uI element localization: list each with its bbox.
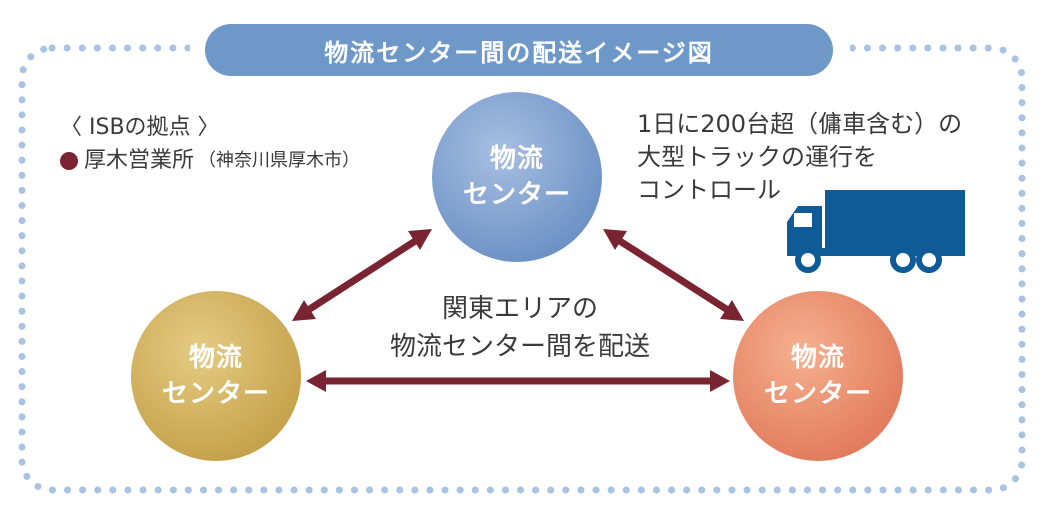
truck-note-line2: 大型トラックの運行を — [637, 143, 877, 171]
bullet-dot-icon — [60, 152, 78, 170]
arrow-top-to-left — [292, 229, 432, 321]
node-label-left: 物流 センター — [136, 340, 296, 412]
truck-note-line1: 1日に200台超（傭車含む）の — [637, 110, 963, 138]
truck-note-line3: コントロール — [637, 176, 781, 204]
node-label-left-line2: センター — [161, 379, 270, 409]
arrow-left-to-right — [306, 370, 730, 392]
center-note: 関東エリアの 物流センター間を配送 — [330, 290, 710, 366]
center-note-line2: 物流センター間を配送 — [389, 332, 650, 362]
center-note-line1: 関東エリアの — [441, 294, 598, 324]
truck-window — [794, 213, 812, 227]
node-circle-left — [131, 291, 301, 461]
base-item-name: 厚木営業所 — [84, 148, 195, 173]
node-circle-right — [733, 291, 903, 461]
node-circle-top — [432, 92, 602, 262]
base-info: 〈 ISBの拠点 〉 厚木営業所 （神奈川県厚木市） — [60, 114, 360, 176]
base-item-location: （神奈川県厚木市） — [198, 150, 361, 171]
node-label-top: 物流 センター — [437, 141, 597, 213]
diagram-title: 物流センター間の配送イメージ図 — [205, 24, 833, 76]
node-label-right-line2: センター — [763, 379, 872, 409]
node-label-right: 物流 センター — [738, 340, 898, 412]
arrow-top-to-right — [603, 229, 744, 321]
node-label-right-line1: 物流 — [790, 343, 845, 373]
base-heading: 〈 ISBの拠点 〉 — [60, 115, 220, 140]
base-item: 厚木営業所 （神奈川県厚木市） — [60, 146, 360, 176]
node-label-top-line1: 物流 — [489, 144, 544, 174]
node-label-top-line2: センター — [462, 180, 571, 210]
truck-note: 1日に200台超（傭車含む）の 大型トラックの運行を コントロール — [637, 108, 962, 207]
truck-icon — [787, 190, 965, 273]
node-label-left-line1: 物流 — [188, 343, 243, 373]
